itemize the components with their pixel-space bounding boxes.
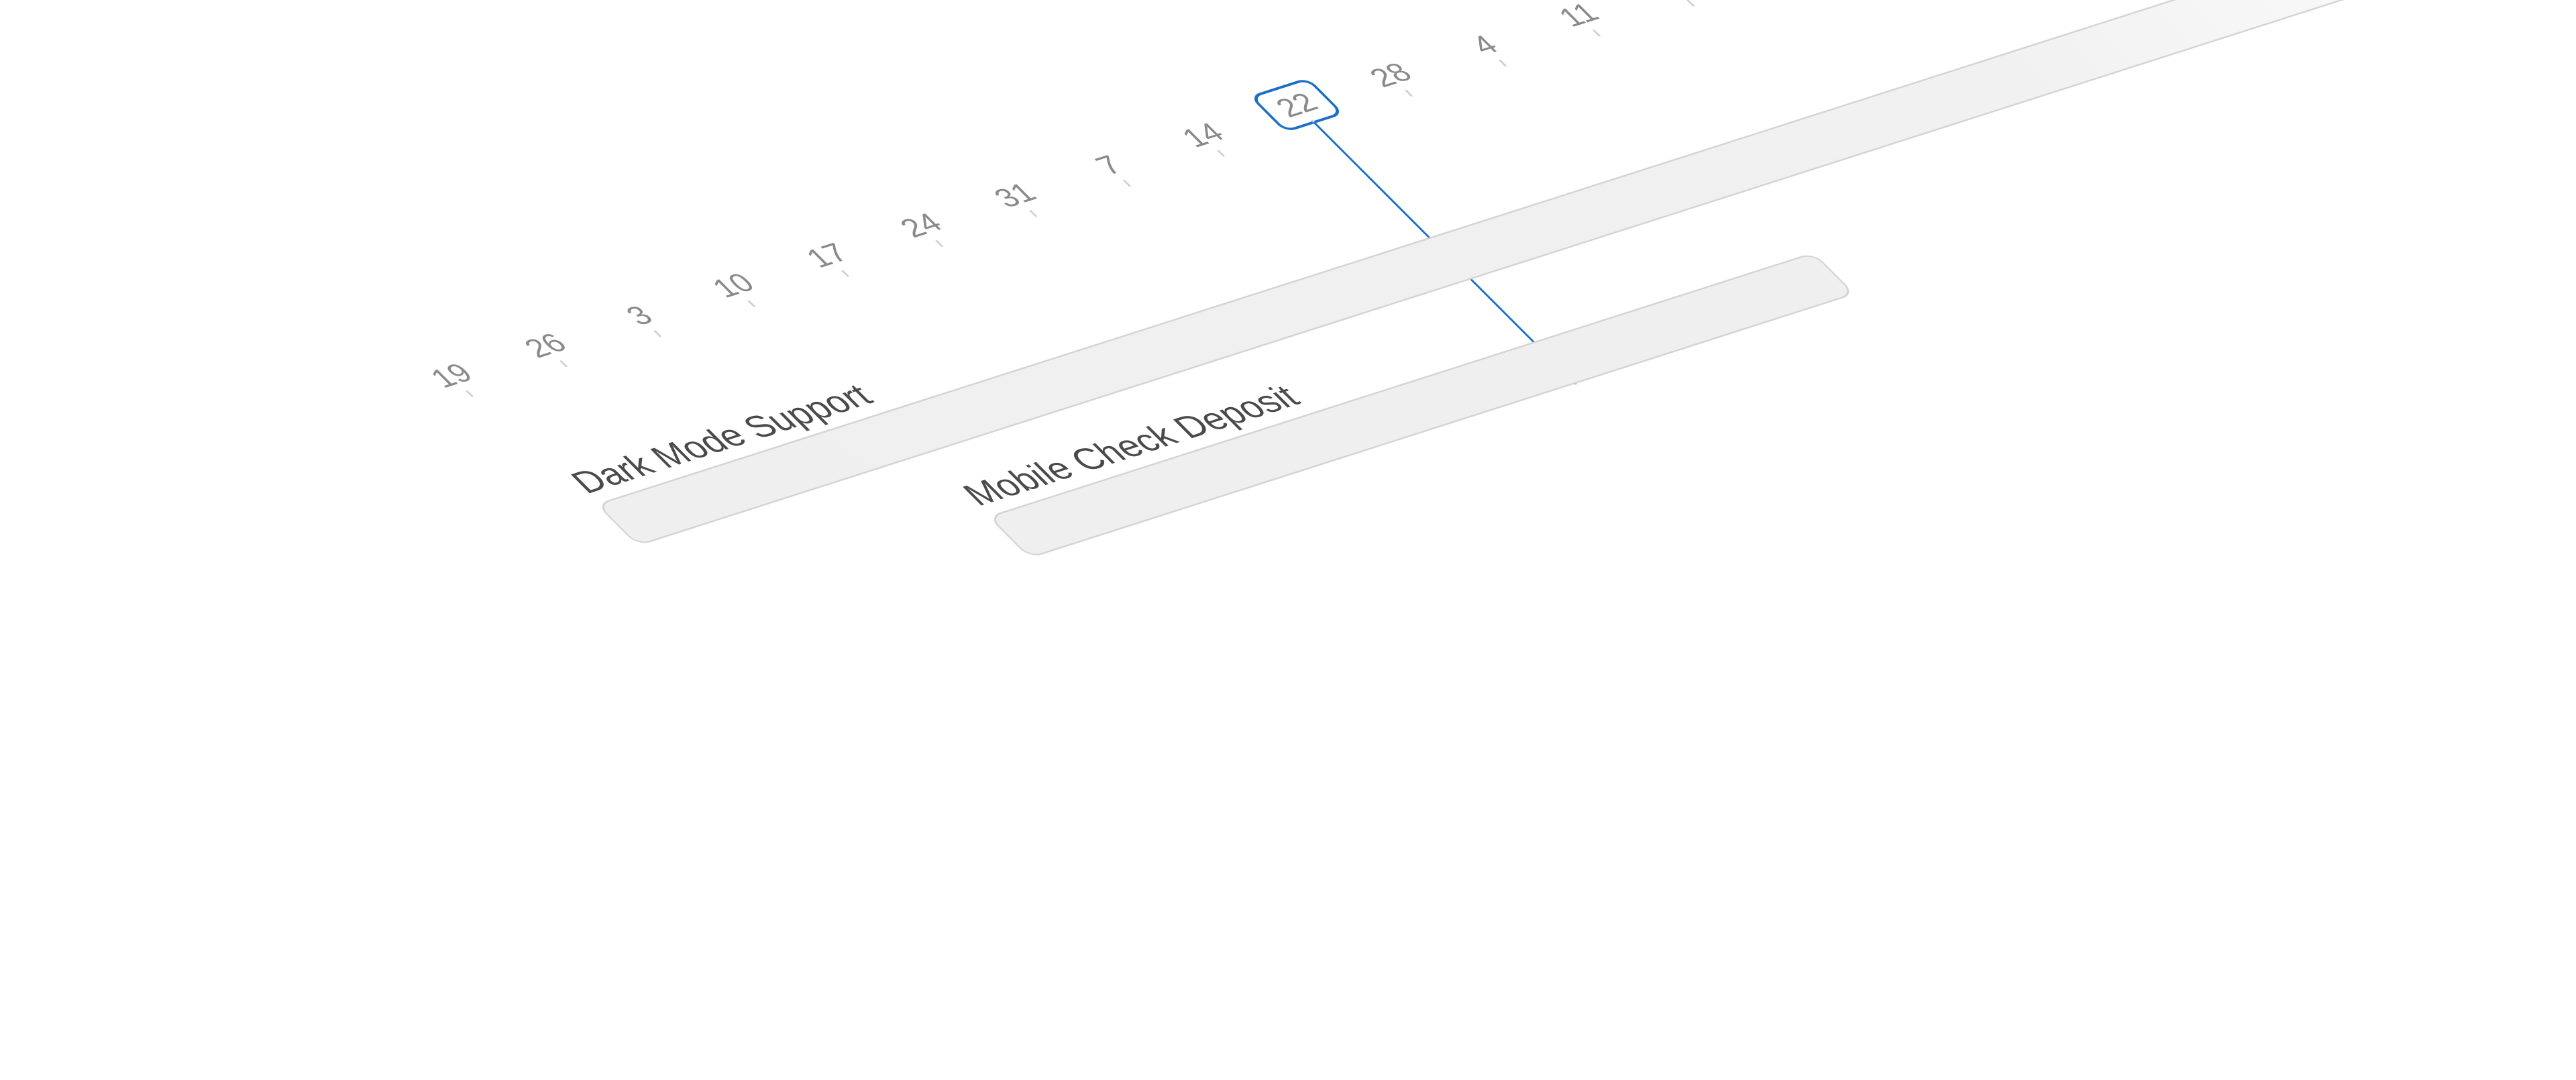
date-axis: 1926310172431714222841118254111825181529 <box>423 0 1701 398</box>
date-tick-mark <box>1593 30 1601 37</box>
task-bar[interactable] <box>597 0 2576 545</box>
date-tick-label: 18 <box>1644 0 1701 3</box>
task-row[interactable]: Dark Mode Support <box>563 0 2576 545</box>
date-tick-mark <box>841 270 850 277</box>
date-tick-label: 11 <box>1551 0 1606 32</box>
date-tick-mark <box>653 330 662 337</box>
date-tick-label: 17 <box>798 237 855 273</box>
date-tick-label: 4 <box>1464 30 1505 60</box>
date-tick-mark <box>1029 210 1038 217</box>
date-tick-mark <box>1405 89 1413 97</box>
task-bar[interactable] <box>989 253 1854 557</box>
date-tick-label: 19 <box>423 358 480 393</box>
date-tick-mark <box>466 390 474 398</box>
date-tick-mark <box>1217 150 1226 157</box>
date-tick-mark <box>747 300 756 307</box>
date-tick-label: 10 <box>704 268 761 303</box>
date-tick-mark <box>1123 180 1132 187</box>
date-tick-label: 7 <box>1088 150 1130 180</box>
date-tick-label: 26 <box>517 327 574 363</box>
date-tick-label: 31 <box>986 177 1043 213</box>
date-tick-mark <box>935 239 944 248</box>
date-tick-mark <box>1499 60 1507 67</box>
date-tick-label: 28 <box>1362 57 1419 93</box>
date-tick-mark <box>559 360 568 368</box>
date-tick-label: 14 <box>1174 117 1231 152</box>
date-tick-mark <box>1686 0 1695 7</box>
date-tick-label: 3 <box>619 300 660 331</box>
date-tick-label: 24 <box>892 207 949 243</box>
